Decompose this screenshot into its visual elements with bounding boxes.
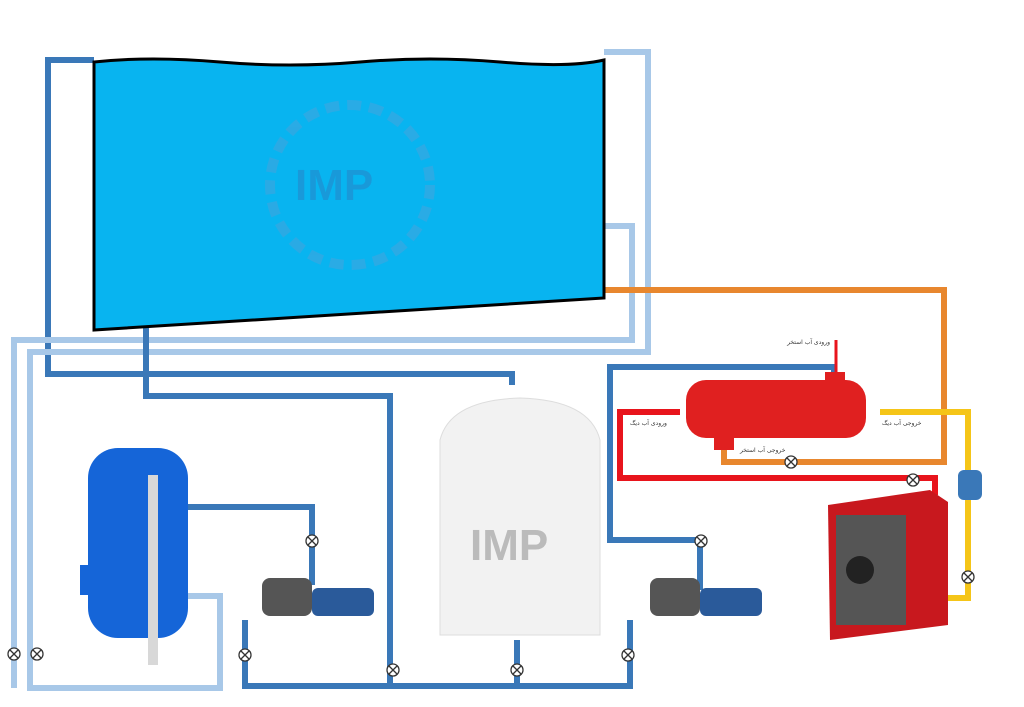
valve-icon [305, 534, 319, 548]
pipe-red [617, 409, 938, 495]
label-boiler-water-outlet: خروجی آب دیگ [882, 418, 922, 427]
valve-icon [784, 455, 798, 469]
sand-filter [80, 448, 188, 665]
valve-icon [30, 647, 44, 661]
circulation-pump [958, 470, 982, 500]
label-pool-water-inlet: ورودی آب استخر [786, 337, 830, 346]
pipe-light-blue-right [27, 49, 651, 691]
pipe-dark-blue-left [45, 57, 515, 385]
pump-left [262, 578, 374, 616]
pipe-to-exchanger [607, 364, 837, 590]
pipe-filter-to-pump [180, 504, 315, 585]
pool [92, 57, 606, 332]
valves [7, 455, 975, 677]
valve-icon [7, 647, 21, 661]
pool-logo-watermark: IMP [265, 100, 435, 270]
label-boiler-water-inlet: ورودی آب دیگ [630, 418, 667, 427]
water-tank: IMP [439, 397, 601, 636]
valve-icon [238, 648, 252, 662]
valve-icon [906, 473, 920, 487]
boiler [828, 490, 948, 640]
valve-icon [694, 534, 708, 548]
label-pool-water-outlet: خروجی آب استخر [739, 445, 786, 454]
pipe-dark-blue-drain [143, 328, 393, 686]
pipe-orange [600, 287, 947, 465]
valve-icon [510, 663, 524, 677]
logo-text: IMP [295, 161, 373, 210]
pump-right [650, 578, 762, 616]
valve-icon [386, 663, 400, 677]
tank-logo-text: IMP [470, 521, 548, 570]
valve-icon [621, 648, 635, 662]
valve-icon [961, 570, 975, 584]
pipe-yellow [880, 409, 971, 601]
pipe-light-blue-mid [11, 223, 635, 688]
heat-exchanger [686, 372, 866, 450]
